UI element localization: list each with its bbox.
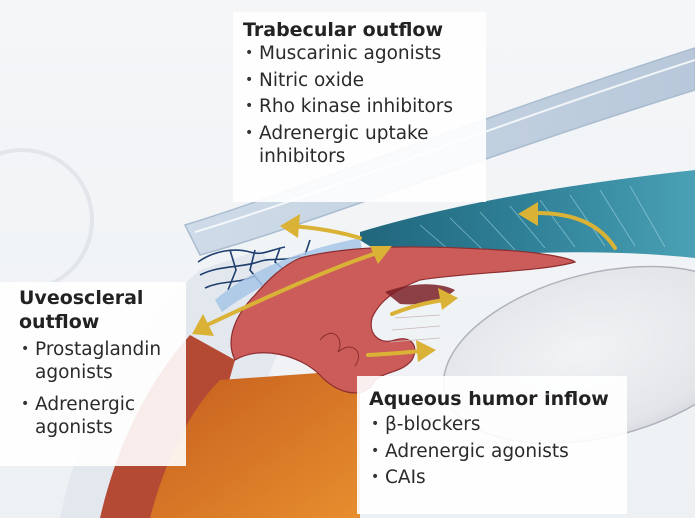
- list-item: Rho kinase inhibitors: [243, 95, 476, 119]
- aqueous-drug-list: β-blockers Adrenergic agonists CAIs: [369, 413, 617, 490]
- list-item: Adrenergic uptake inhibitors: [243, 122, 476, 169]
- trabecular-outflow-box: Trabecular outflow Muscarinic agonists N…: [233, 12, 486, 202]
- uveoscleral-outflow-heading: Uveoscleral outflow: [19, 286, 176, 334]
- list-item: Nitric oxide: [243, 69, 476, 93]
- trabecular-drug-list: Muscarinic agonists Nitric oxide Rho kin…: [243, 42, 476, 169]
- uveoscleral-drug-list: Prostaglandin agonists Adrenergic agonis…: [19, 338, 176, 439]
- aqueous-humor-inflow-box: Aqueous humor inflow β-blockers Adrenerg…: [357, 376, 627, 514]
- list-item: Prostaglandin agonists: [19, 338, 176, 384]
- list-item: Muscarinic agonists: [243, 42, 476, 66]
- uveoscleral-outflow-box: Uveoscleral outflow Prostaglandin agonis…: [0, 282, 186, 466]
- aqueous-inflow-heading: Aqueous humor inflow: [369, 387, 617, 411]
- list-item: β-blockers: [369, 413, 617, 437]
- list-item: CAIs: [369, 466, 617, 490]
- trabecular-outflow-heading: Trabecular outflow: [243, 18, 476, 42]
- list-item: Adrenergic agonists: [19, 393, 176, 439]
- list-item: Adrenergic agonists: [369, 440, 617, 464]
